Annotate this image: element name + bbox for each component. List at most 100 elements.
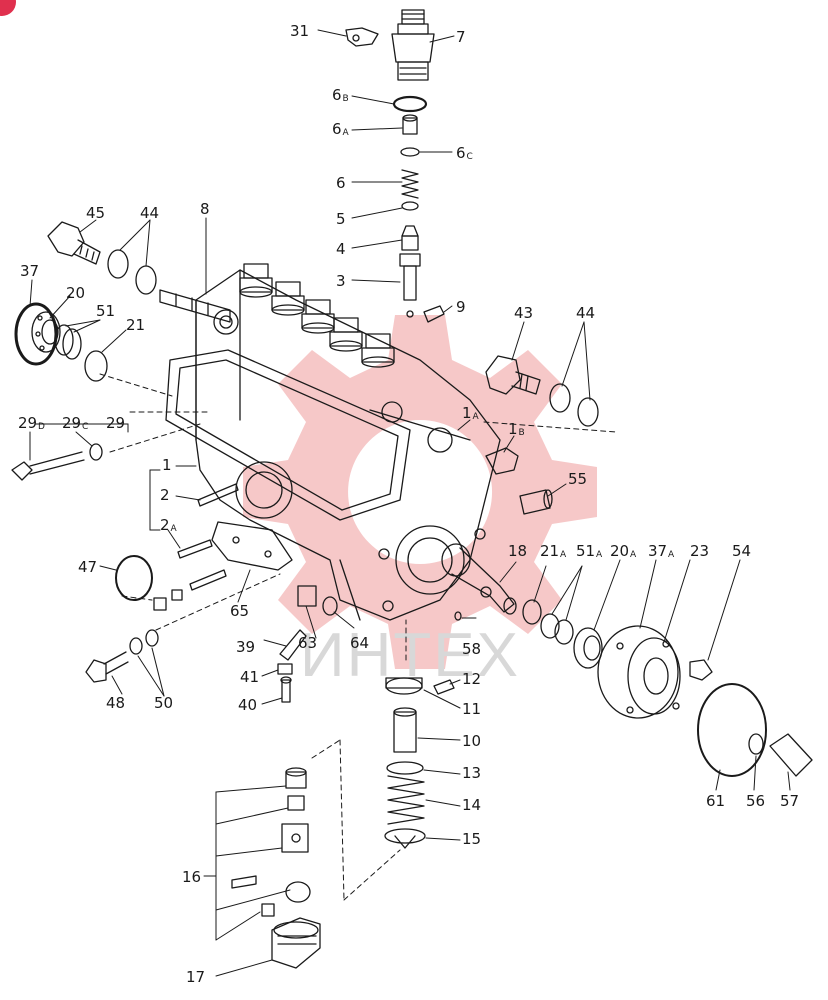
callout-number: 1 [508,420,518,438]
callout-56: 56 [746,792,765,810]
callout-16: 16 [182,868,201,886]
callout-40: 40 [238,696,257,714]
callout-45: 45 [86,204,105,222]
bearing-20a [573,627,603,669]
callout-number: 50 [154,694,173,712]
washer-50-b [145,629,159,647]
washer-50-a [129,637,143,655]
callout-number: 47 [78,558,97,576]
screw-9 [423,305,445,323]
callout-suffix: C [82,422,88,432]
callout-number: 56 [746,792,765,810]
o-ring-61 [697,683,767,777]
callout-65: 65 [230,602,249,620]
callout-number: 54 [732,542,751,560]
washer-6c [400,147,420,157]
washer-44-right-b [577,397,599,427]
callout-12: 12 [462,670,481,688]
callout-41: 41 [240,668,259,686]
callout-54: 54 [732,542,751,560]
drive-shaft-18 [441,543,517,615]
washer-44-left-a [107,249,129,279]
callout-number: 41 [240,668,259,686]
callout-20: 20 [66,284,85,302]
spring-14 [387,775,425,825]
seat-13 [386,761,424,775]
callout-number: 44 [140,204,159,222]
callout-number: 17 [186,968,205,986]
callout-number: 37 [20,262,39,280]
callout-suffix: B [343,94,349,104]
plug-17 [271,917,321,969]
callout-number: 12 [462,670,481,688]
pump-housing [195,269,501,621]
delivery-fittings [239,263,395,368]
callout-6: 6 [336,174,346,192]
callout-44b: 44 [576,304,595,322]
callout-number: 45 [86,204,105,222]
callout-number: 21 [126,316,145,334]
callout-31: 31 [290,22,309,40]
callout-number: 11 [462,700,481,718]
callout-suffix: A [630,550,637,560]
callout-number: 64 [350,634,369,652]
callout-48: 48 [106,694,125,712]
washer-44-right-a [549,383,571,413]
callout-3: 3 [336,272,346,290]
callout-number: 51 [96,302,115,320]
watermark-text: ИНТЕХ [300,621,520,690]
callout-number: 48 [106,694,125,712]
bolt-40 [280,676,292,703]
callout-number: 63 [298,634,317,652]
callout-number: 1 [162,456,172,474]
banjo-bolt-43 [485,355,541,395]
washer-44-left-b [135,265,157,295]
callout-suffix: B [519,428,525,438]
callout-1: 1 [162,456,172,474]
retainer-15 [384,828,426,849]
bearing-20 [31,311,61,353]
callout-number: 65 [230,602,249,620]
banjo-bolt-45 [47,221,101,265]
callout-8: 8 [200,200,210,218]
callout-suffix: A [473,412,480,422]
callout-number: 6 [456,144,466,162]
bracket-39 [279,629,307,661]
callout-7: 7 [456,28,466,46]
callout-number: 13 [462,764,481,782]
callout-suffix: C [467,152,473,162]
callout-number: 20 [66,284,85,302]
callout-number: 55 [568,470,587,488]
bolt-54 [689,659,713,681]
callout-29: 29 [106,414,125,432]
callout-number: 10 [462,732,481,750]
callout-47: 47 [78,558,97,576]
cap-57 [769,733,813,777]
callout-number: 6 [336,174,346,192]
callout-number: 44 [576,304,595,322]
pin-58 [454,611,462,621]
bolt-48 [85,651,129,683]
callout-number: 51 [576,542,595,560]
callout-number: 29 [18,414,37,432]
callout-suffix: A [668,550,675,560]
sleeve-10 [393,707,417,753]
callout-23: 23 [690,542,709,560]
callout-43: 43 [514,304,533,322]
nut-41 [277,663,293,675]
callout-number: 2 [160,486,170,504]
callout-suffix: A [171,524,178,534]
callout-number: 5 [336,210,346,228]
callout-number: 2 [160,516,170,534]
callout-number: 37 [648,542,667,560]
callout-suffix: A [343,128,350,138]
callout-5: 5 [336,210,346,228]
callout-21: 21 [126,316,145,334]
callout-58: 58 [462,640,481,658]
washer-21 [84,350,108,382]
